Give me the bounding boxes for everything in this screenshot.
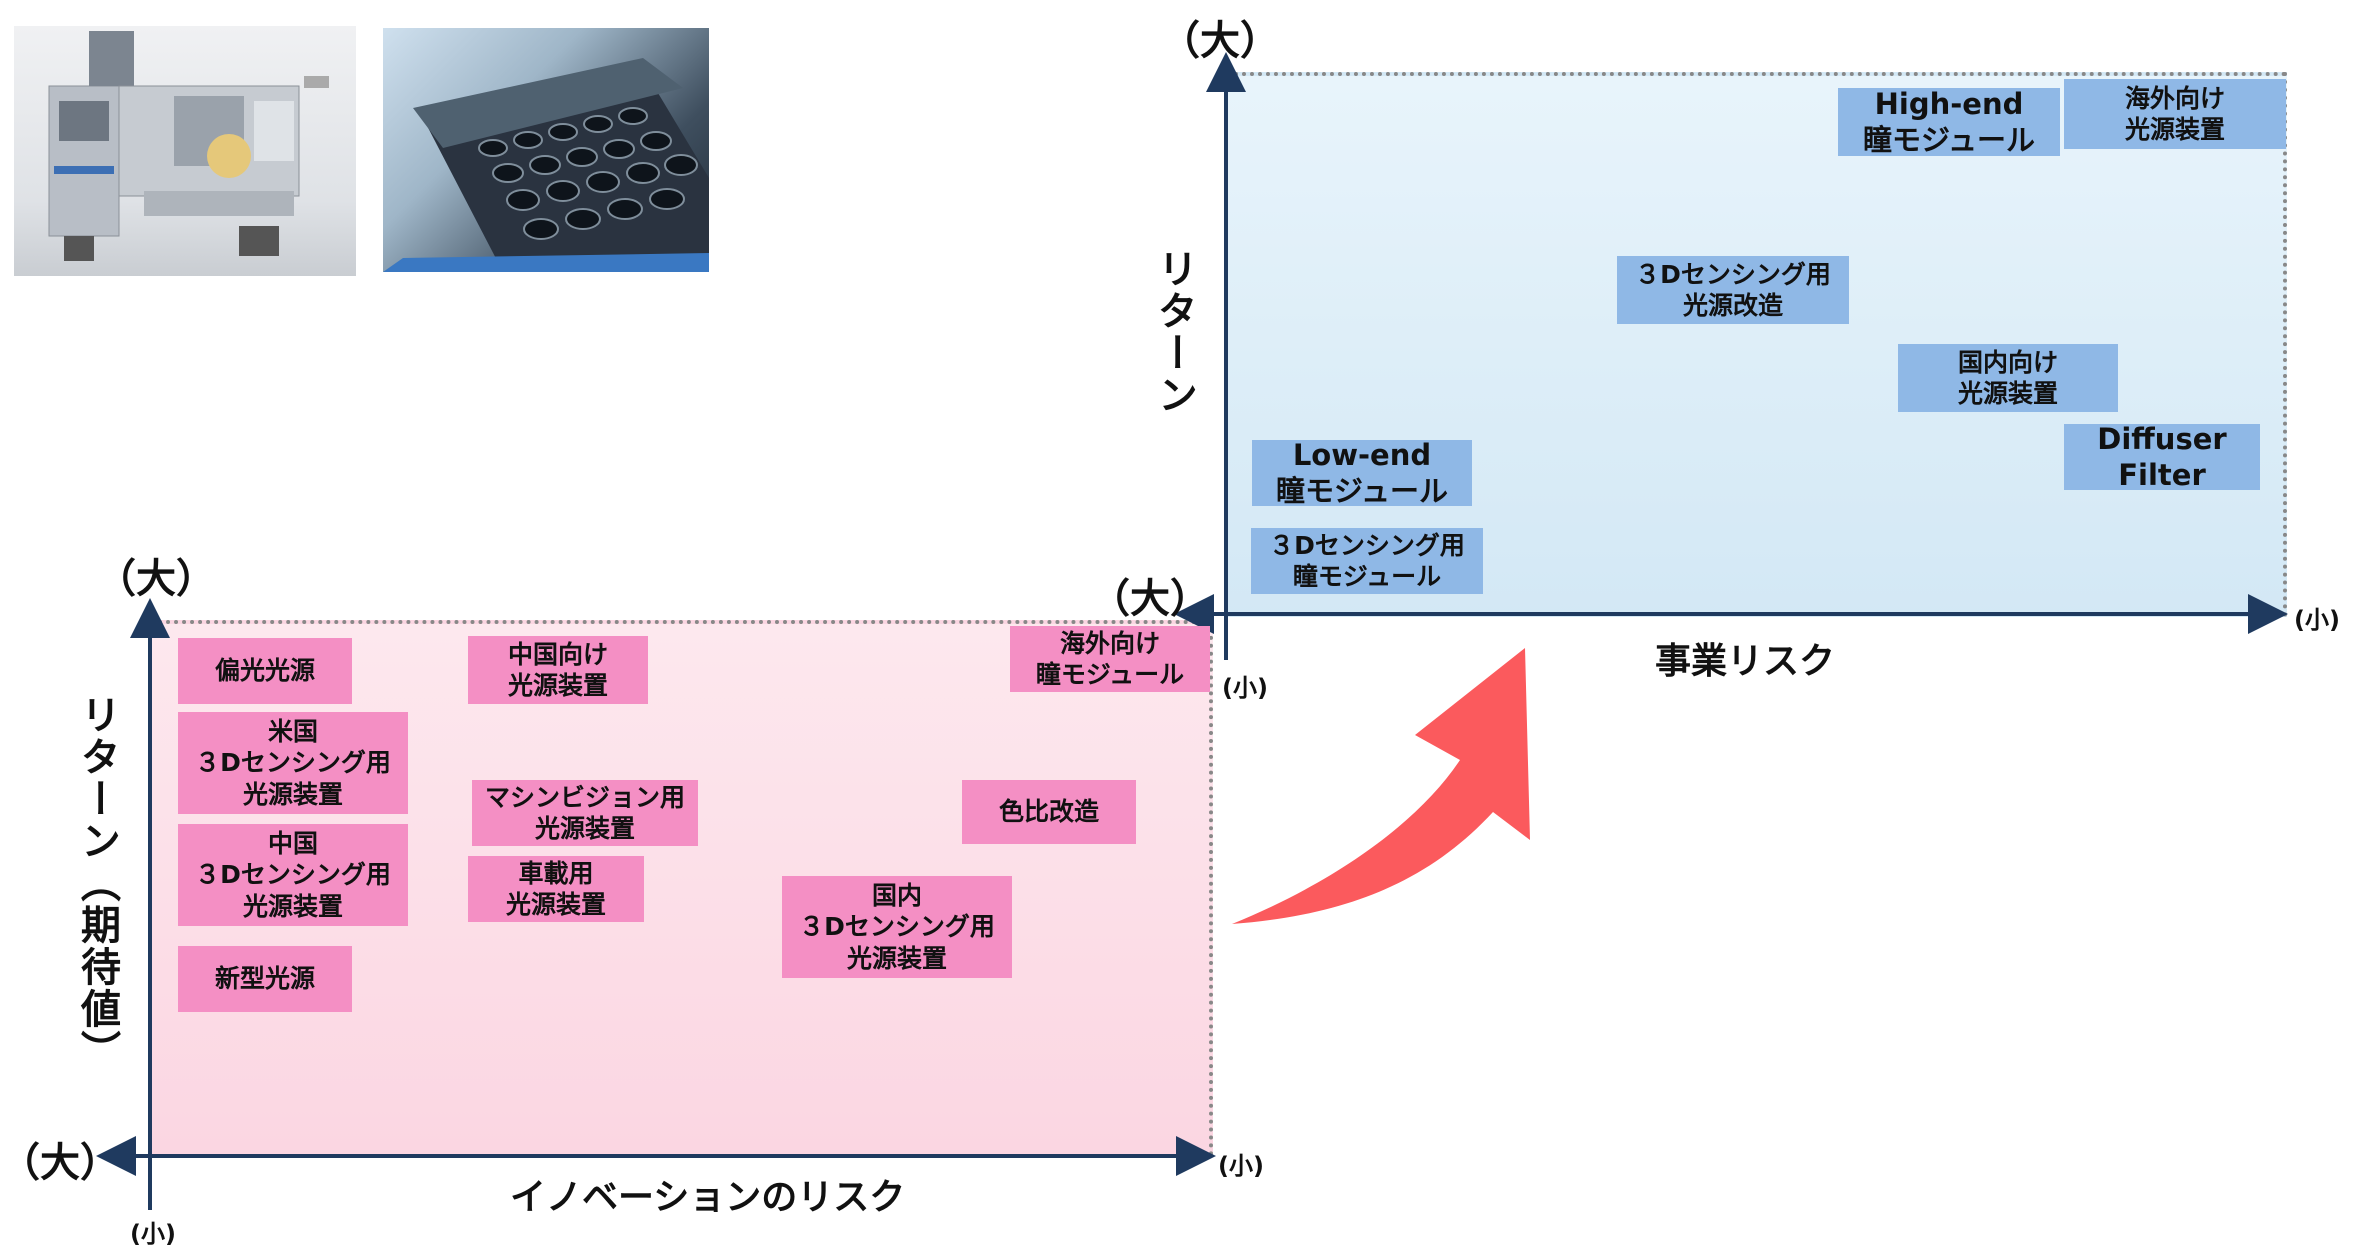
- transition-arrow: [1232, 648, 1530, 924]
- upper-x-max-label: （大）: [1090, 576, 1210, 622]
- lower-item-automotive-light-source: 車載用 光源装置: [468, 856, 644, 922]
- tray-photo: [383, 28, 709, 272]
- upper-y-max-label: （大）: [1160, 18, 1280, 64]
- lower-item-machine-vision-light-source: マシンビジョン用 光源装置: [472, 780, 698, 846]
- lower-item-polarized-light-source: 偏光光源: [178, 638, 352, 704]
- lower-x-axis-title: イノベーションのリスク: [510, 1177, 906, 1218]
- upper-item-low-end-pupil-module: Low-end 瞳モジュール: [1252, 438, 1472, 508]
- upper-y-axis-title: リターン: [1151, 248, 1197, 416]
- upper-item-overseas-light-source: 海外向け 光源装置: [2064, 79, 2286, 149]
- upper-item-domestic-light-source: 国内向け 光源装置: [1898, 344, 2118, 412]
- lower-x-min-label: (小): [1218, 1152, 1264, 1180]
- upper-item-high-end-pupil-module: High-end 瞳モジュール: [1838, 87, 2060, 157]
- lower-item-china-3d-sensing-light-source: 中国 ３Dセンシング用 光源装置: [178, 824, 408, 926]
- lower-item-china-light-source: 中国向け 光源装置: [468, 636, 648, 704]
- lower-y-axis-title: リターン（期待値）: [74, 694, 120, 1072]
- lower-y-min-label: (小): [130, 1220, 176, 1248]
- lower-item-overseas-pupil-module: 海外向け 瞳モジュール: [1010, 626, 1210, 692]
- upper-x-axis-title: 事業リスク: [1655, 641, 1836, 682]
- upper-y-min-label: (小): [1222, 674, 1268, 702]
- upper-item-3d-sensing-pupil-module: ３Dセンシング用 瞳モジュール: [1251, 528, 1483, 594]
- lower-item-color-ratio-mod: 色比改造: [962, 780, 1136, 844]
- lower-item-new-light-source: 新型光源: [178, 946, 352, 1012]
- lower-x-max-label: （大）: [0, 1140, 120, 1186]
- lower-item-domestic-3d-sensing-light-source: 国内 ３Dセンシング用 光源装置: [782, 876, 1012, 978]
- upper-x-min-label: (小): [2294, 606, 2340, 634]
- machine-photo: [14, 26, 356, 276]
- lower-y-max-label: （大）: [96, 556, 216, 602]
- upper-item-diffuser-filter: Diffuser Filter: [2064, 422, 2260, 492]
- upper-item-3d-sensing-light-source-mod: ３Dセンシング用 光源改造: [1617, 256, 1849, 324]
- lower-item-us-3d-sensing-light-source: 米国 ３Dセンシング用 光源装置: [178, 712, 408, 814]
